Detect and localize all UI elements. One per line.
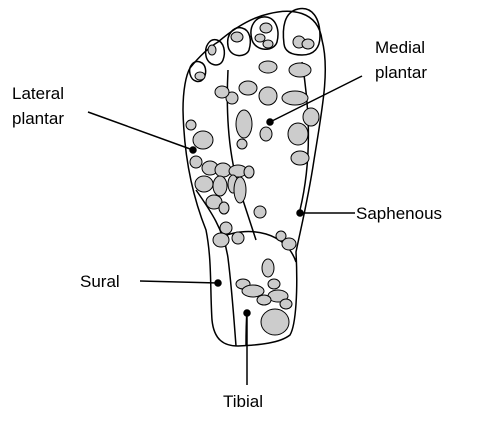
spot <box>254 33 266 43</box>
leader-dot-sural <box>214 279 222 287</box>
spot <box>259 22 273 34</box>
spot <box>279 298 293 310</box>
spot <box>241 284 265 298</box>
spot <box>212 232 230 248</box>
spot <box>256 294 272 306</box>
third-toe <box>226 26 252 57</box>
boundary-heel <box>223 230 297 263</box>
spot <box>236 138 248 150</box>
spot <box>267 278 281 290</box>
boundary-saphenous <box>299 61 310 211</box>
spot <box>287 122 309 146</box>
label-saphenous: Saphenous <box>356 204 443 223</box>
leader-line-sural <box>139 280 219 284</box>
spot <box>302 107 320 127</box>
label-medial-plantar-line2: plantar <box>375 63 427 82</box>
spot <box>262 39 274 49</box>
label-lateral-plantar-line2: plantar <box>12 109 64 128</box>
spot <box>238 80 258 96</box>
leader-dot-lateral-plantar <box>189 146 197 154</box>
spot <box>219 221 233 235</box>
spot <box>253 205 267 219</box>
spot <box>194 175 214 193</box>
spot <box>258 86 278 106</box>
spot <box>218 201 230 215</box>
spot <box>194 71 206 81</box>
leader-line-lateral-plantar <box>87 111 194 151</box>
leader-dot-saphenous <box>296 209 304 217</box>
fifth-toe <box>188 60 207 83</box>
spot <box>189 155 203 169</box>
spot <box>275 230 287 242</box>
spot <box>214 85 230 99</box>
spot <box>185 119 197 131</box>
leader-line-medial-plantar <box>269 75 363 123</box>
spot <box>243 165 255 179</box>
spot <box>281 237 297 251</box>
spot <box>235 109 253 139</box>
boundary-sural <box>195 189 237 347</box>
spot <box>225 91 239 105</box>
spot <box>258 60 278 74</box>
label-tibial: Tibial <box>223 392 263 411</box>
spot <box>301 38 315 50</box>
spot <box>290 150 310 166</box>
fourth-toe <box>204 38 226 66</box>
spot <box>260 308 290 336</box>
spot <box>231 231 245 245</box>
second-toe <box>250 16 279 50</box>
spot <box>230 31 244 43</box>
leader-dot-tibial <box>243 309 251 317</box>
leader-lines <box>87 75 363 385</box>
label-sural: Sural <box>80 272 120 291</box>
spot <box>259 126 273 142</box>
spot <box>261 258 275 278</box>
spot-group <box>185 22 320 336</box>
big-toe <box>282 7 321 56</box>
label-medial-plantar-line1: Medial <box>375 38 426 57</box>
spot <box>192 130 214 150</box>
spot <box>207 44 217 56</box>
label-lateral-plantar-line1: Lateral <box>12 84 64 103</box>
spot <box>288 62 312 78</box>
spot <box>281 90 309 106</box>
leader-dot-medial-plantar <box>266 118 274 126</box>
spot <box>233 176 247 204</box>
spot <box>212 175 228 197</box>
